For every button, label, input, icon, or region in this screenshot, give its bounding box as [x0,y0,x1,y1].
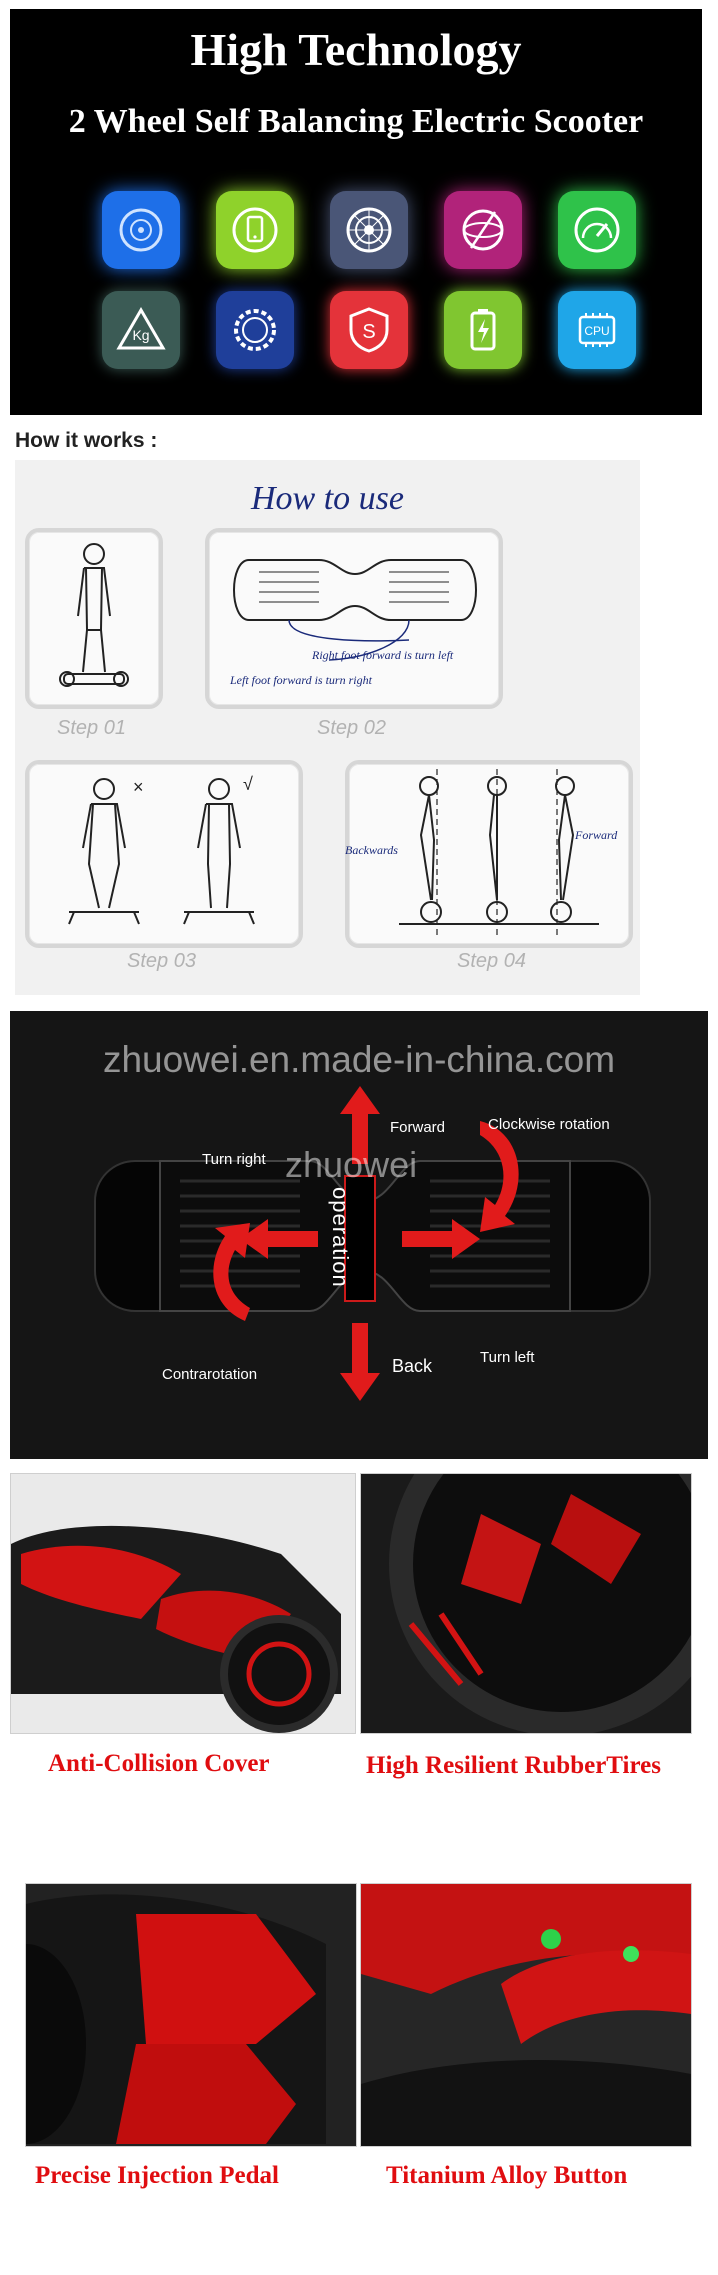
feature-caption: Anti-Collision Cover [48,1750,270,1777]
how-to-use-title: How to use [251,480,404,517]
cpu-label: CPU [584,324,609,338]
step-02-box [205,528,503,709]
wheel-icon [330,191,408,269]
contrarotation-label: Contrarotation [162,1366,258,1383]
ring-icon [216,291,294,369]
feature-caption: High Resilient RubberTires [366,1752,661,1779]
step-02-note-left: Left foot forward is turn right [230,673,372,687]
board-top-view-illustration [233,559,477,661]
board-operation-illustration [94,1086,651,1401]
feature-caption: Titanium Alloy Button [386,2162,628,2189]
turn-left-label: Turn left [480,1349,535,1366]
correct-mark: √ [243,774,253,794]
weight-icon: Kg [102,291,180,369]
step-02-note-right: Right foot forward is turn left [312,648,454,662]
svg-text:Kg: Kg [132,327,149,343]
speedometer-icon [558,191,636,269]
svg-text:S: S [362,321,375,343]
banner-subtitle: 2 Wheel Self Balancing Electric Scooter [68,103,644,140]
step-01-box [25,528,163,709]
anti-collision-cover-photo [10,1473,356,1734]
banner-title: High Technology [190,24,522,75]
operation-panel: zhuowei.en.made-in-china.com zhuowei ope… [10,1011,708,1459]
turn-right-label: Turn right [202,1151,266,1168]
clockwise-rotation-label: Clockwise rotation [488,1116,610,1133]
incorrect-mark: × [133,777,144,797]
forward-direction-label: Forward [390,1119,446,1136]
how-to-use-panel: How to use Step 01 Right foot forward is… [15,460,640,995]
forward-label: Forward [575,828,618,842]
site-watermark: zhuowei.en.made-in-china.com [102,1039,616,1080]
battery-icon [444,291,522,369]
back-direction-label: Back [392,1356,433,1376]
gyroscope-icon [444,191,522,269]
tech-banner: High Technology 2 Wheel Self Balancing E… [10,9,702,415]
step-label: Step 01 [57,717,126,739]
injection-pedal-photo [25,1883,357,2147]
shield-icon: S [330,291,408,369]
cpu-icon: CPU [558,291,636,369]
rider-lean-illustration [399,769,599,939]
how-it-works-heading: How it works : [15,429,158,452]
step-03-box [25,760,303,948]
sensor-icon [102,191,180,269]
feature-caption: Precise Injection Pedal [35,2162,279,2189]
phone-icon [216,191,294,269]
backwards-label: Backwards [345,843,398,857]
step-label: Step 02 [317,717,386,739]
step-label: Step 04 [457,950,526,972]
rubber-tires-photo [360,1473,692,1734]
rider-posture-illustration [68,778,255,925]
step-04-box [345,760,633,948]
brand-watermark: zhuowei [285,1144,418,1185]
step-label: Step 03 [127,950,196,972]
alloy-button-photo [360,1883,692,2147]
rider-standing-illustration [59,543,129,687]
